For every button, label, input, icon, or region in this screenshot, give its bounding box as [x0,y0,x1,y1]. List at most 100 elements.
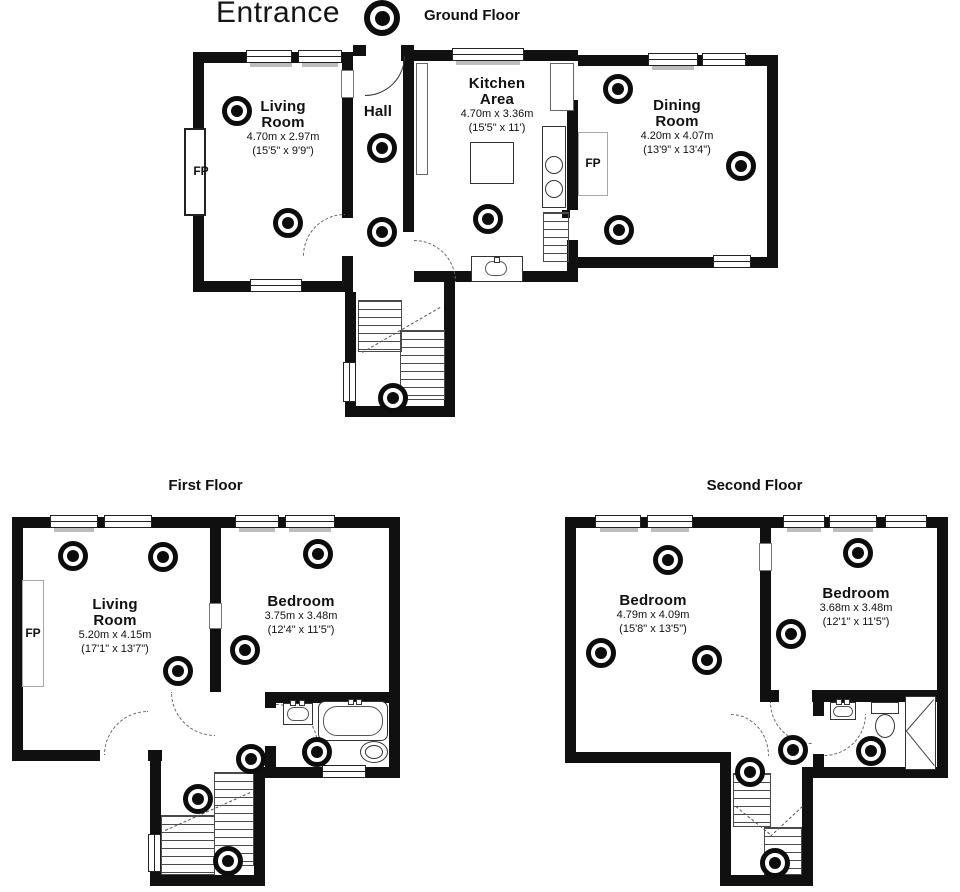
camera-point-first-floor-9[interactable] [213,846,243,876]
door-arc [171,692,215,736]
wall-opening [759,543,772,571]
sink-basin [287,707,309,721]
room-label-bedroom-1: Bedroom 4.79m x 4.09m (15'8" x 13'5") [603,592,703,637]
camera-point-second-floor-7[interactable] [778,735,808,765]
camera-point-second-floor-2[interactable] [843,538,873,568]
camera-point-first-floor-2[interactable] [148,542,178,572]
room-dims-metric: 4.79m x 4.09m [616,609,690,622]
stairs [358,300,402,352]
window [50,515,98,528]
camera-point-first-floor-1[interactable] [58,541,88,571]
window [452,48,524,61]
room-dims-imperial: (15'5" x 11') [468,121,526,134]
camera-point-ground-floor-6[interactable] [603,74,633,104]
wall [342,52,353,218]
camera-point-ground-floor-5[interactable] [473,204,503,234]
sink-basin [485,261,507,276]
bathtub-inner [323,706,383,736]
camera-point-ground-floor-2[interactable] [273,208,303,238]
room-dims-imperial: (12'1" x 11'5") [822,615,890,628]
window [250,279,302,292]
wall [265,692,400,703]
camera-point-second-floor-5[interactable] [776,619,806,649]
room-dims-metric: 4.70m x 3.36m [460,108,534,121]
first-floor-title: First Floor [168,477,243,494]
window-sill [239,528,275,532]
window-sill [250,63,292,67]
camera-point-second-floor-9[interactable] [760,848,790,878]
camera-point-second-floor-4[interactable] [692,645,722,675]
camera-point-first-floor-4[interactable] [303,539,333,569]
entrance-camera-point-icon[interactable] [364,0,400,36]
camera-point-ground-floor-4[interactable] [367,217,397,247]
wall [12,750,100,761]
fireplace-label: FP [25,626,41,640]
room-name: Dining Room [653,97,701,131]
room-name: Bedroom [267,593,335,610]
wall [342,256,353,292]
wall [760,528,771,702]
camera-point-ground-floor-1[interactable] [222,96,252,126]
wall [565,517,948,528]
window [648,53,698,66]
window-sill [787,528,821,532]
wall [802,767,948,778]
wall [12,517,400,528]
room-name: Bedroom [619,592,687,609]
tap [356,699,362,705]
wall [937,517,948,778]
second-floor-title: Second Floor [706,477,803,494]
room-dims-metric: 4.70m x 2.97m [246,131,320,144]
camera-point-ground-floor-8[interactable] [604,215,634,245]
sink-basin [833,706,853,717]
camera-point-first-floor-3[interactable] [163,656,193,686]
window [343,362,356,402]
tap [348,699,354,705]
room-name: Kitchen Area [468,75,526,109]
camera-point-ground-floor-9[interactable] [378,383,408,413]
camera-point-first-floor-6[interactable] [236,744,266,774]
camera-point-first-floor-7[interactable] [302,737,332,767]
window-sill [652,66,694,70]
room-name: Bedroom [822,585,890,602]
camera-point-second-floor-1[interactable] [653,545,683,575]
wall [720,763,731,886]
camera-point-second-floor-6[interactable] [735,757,765,787]
window-sill [456,61,520,65]
hob-ring [545,180,563,198]
entrance-label: Entrance [216,0,341,29]
room-dims-imperial: (13'9" x 13'4") [643,143,711,156]
fireplace-recess [184,128,206,216]
window-sill [600,528,638,532]
window [783,515,825,528]
room-dims-imperial: (15'8" x 13'5") [619,622,687,635]
window [104,515,152,528]
stairs [400,330,445,400]
door-arc [414,240,456,282]
shower-enclosure [905,696,936,770]
wall [150,761,161,886]
camera-point-second-floor-3[interactable] [586,638,616,668]
window [298,50,342,63]
wall [767,55,778,268]
window [322,765,366,778]
toilet-cistern [871,702,899,714]
wall [254,778,265,886]
camera-point-first-floor-5[interactable] [230,635,260,665]
camera-point-ground-floor-3[interactable] [367,133,397,163]
camera-point-first-floor-8[interactable] [183,784,213,814]
wall [345,292,356,417]
camera-point-second-floor-8[interactable] [856,736,886,766]
kitchen-island [470,142,514,184]
window [702,53,746,66]
wall [345,406,455,417]
room-label-bedroom: Bedroom 3.75m x 3.48m (12'4" x 11'5") [251,593,351,638]
room-label-dining-room: Dining Room 4.20m x 4.07m (13'9" x 13'4"… [627,97,727,158]
camera-point-ground-floor-7[interactable] [726,151,756,181]
window [647,515,693,528]
fireplace-recess [578,132,608,196]
wall [813,702,824,716]
fireplace-recess [22,580,44,687]
window-sill [289,528,331,532]
wall [444,282,455,292]
